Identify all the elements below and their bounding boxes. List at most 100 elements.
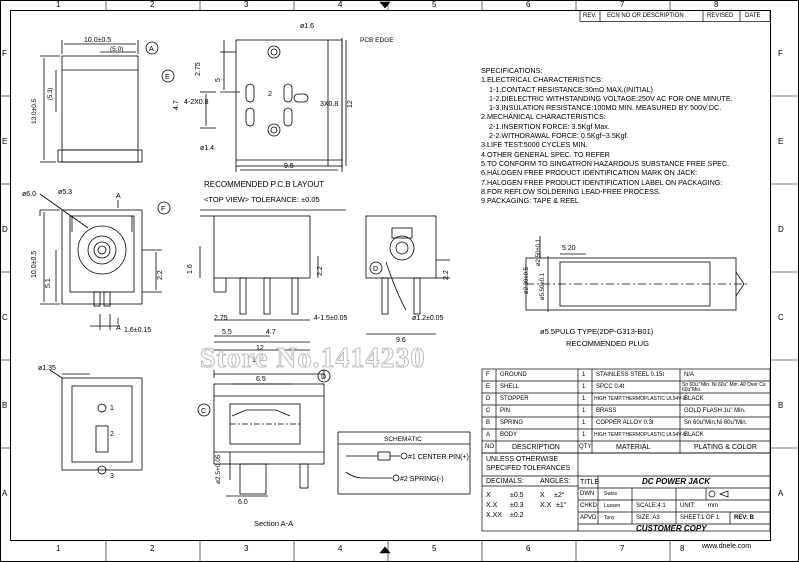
callout-e: E — [165, 74, 170, 81]
callout-c: C — [201, 408, 206, 415]
bom-item: A — [486, 432, 491, 438]
zone-right-e: E — [778, 137, 784, 146]
ang-xx: X.X — [540, 502, 552, 509]
bom-material: STAINLESS STEEL 0.15t — [596, 372, 665, 378]
angles-label: ANGLES: — [540, 478, 571, 485]
bom-name: GROUND — [500, 372, 527, 378]
decimals-label: DECIMALS: — [486, 478, 524, 485]
footer-site: www.dnele.com — [701, 543, 751, 550]
dim-pcb-2: 2 — [268, 91, 272, 98]
dim-mid-22: 2.2 — [317, 266, 324, 276]
tolerance-line1: UNLESS OTHERWISE — [486, 456, 559, 463]
bom-name: SHELL — [500, 384, 520, 390]
tol-xxx: X.XX — [486, 512, 502, 519]
dim-aa-25: ø2.5+0.05 — [215, 454, 222, 484]
bom-plating: BLACK — [684, 396, 704, 402]
schematic-title: SCHEMATIC — [384, 436, 422, 443]
zone-left-c: C — [2, 313, 8, 322]
section-num-2: 2 — [110, 431, 114, 438]
spec-line: 7.HALOGEN FREE PRODUCT IDENTIFICATION LA… — [481, 177, 723, 187]
zone-top-7: 7 — [620, 0, 625, 9]
bom-plating: Sn 60u" Min. Ni 60u" Min. All Over Cu 60… — [682, 382, 766, 393]
bom-name: STOPPER — [500, 396, 529, 402]
dim-pcb-slots: 4-2X0.8 — [184, 99, 209, 106]
zone-top-2: 2 — [150, 0, 155, 9]
dim-side-16: 1.6±0.15 — [124, 327, 151, 334]
spec-line: 1.ELECTRICAL CHARACTERISTICS: — [481, 75, 603, 85]
dwn-name: Swiss — [604, 491, 618, 497]
tol-xx-val: ±0.3 — [510, 502, 524, 509]
sheet-size: SIZE: A3 — [636, 515, 660, 521]
plug-subtitle: RECOMMENDED PLUG — [566, 339, 649, 348]
spec-line: 1-1.CONTACT RESISTANCE:30mΩ MAX.(INITIAL… — [489, 84, 653, 94]
zone-bottom-4: 4 — [338, 544, 343, 553]
bom-item: B — [486, 420, 491, 426]
dim-pcb-275: 2.75 — [195, 62, 202, 76]
spec-line: 1-3.INSULATION RESISTANCE:100MΩ MIN. MEA… — [489, 103, 722, 113]
dim-pcb-hole1: ø1.6 — [300, 23, 314, 30]
dim-pcb-5: 5 — [215, 78, 222, 82]
dim-plug-550: ø5.50±0.1 — [540, 272, 546, 300]
rev-header-ecn: ECN NO OR DESCRIPTION — [607, 13, 684, 19]
bom-qty: 1 — [582, 408, 586, 414]
zone-left-e: E — [2, 137, 8, 146]
zone-bottom-8: 8 — [680, 544, 685, 553]
zone-bottom-2: 2 — [150, 544, 155, 553]
tol-xx: X.X — [486, 502, 498, 509]
unit-value: mm — [708, 503, 718, 509]
bom-header-desc: DESCRIPTION — [512, 444, 560, 451]
zone-top-3: 3 — [244, 0, 249, 9]
zone-right-a: A — [778, 489, 784, 498]
dim-aa-60: 6.0 — [238, 499, 248, 506]
spec-line: 9.PACKAGING: TAPE & REEL — [481, 196, 579, 206]
dim-section-135: ø1.35 — [38, 365, 56, 372]
rev-header-revised: REVISED — [707, 13, 734, 19]
bom-header-qty: QTY — [579, 444, 592, 450]
dim-mid-275: 2.75 — [214, 315, 228, 322]
zone-top-1: 1 — [56, 0, 61, 9]
zone-right-c: C — [778, 313, 784, 322]
unit-label: UNIT: — [680, 503, 695, 509]
apvd-label: APVD — [580, 515, 597, 521]
spec-line: 8.FOR REFLOW SOLDERING LEAD-FREE PROCESS… — [481, 186, 661, 196]
rev-header-rev: REV. — [583, 13, 597, 19]
zone-bottom-5: 5 — [432, 544, 437, 553]
dim-aa-12: 12 — [252, 357, 260, 364]
bom-qty: 1 — [582, 432, 586, 438]
spec-line: 4.OTHER GENERAL SPEC. TO REFER — [481, 149, 610, 159]
dim-right-96: 9.6 — [396, 337, 406, 344]
spec-line: 1-2.DIELECTRIC WITHSTANDING VOLTAGE:250V… — [489, 93, 733, 103]
bom-item: D — [486, 396, 491, 402]
dim-front-53: (5.3) — [48, 88, 54, 100]
bom-header-plating: PLATING & COLOR — [694, 444, 757, 451]
zone-left-a: A — [2, 489, 8, 498]
chkd-name: Lussen — [604, 503, 621, 509]
dim-pcb-95: 9.5 — [284, 163, 294, 170]
spec-line: 2-2.WITHDRAWAL FORCE: 0.5Kgf~3.5Kgf. — [489, 131, 629, 141]
section-aa-label: Section A-A — [254, 519, 293, 528]
ang-x: X — [540, 492, 545, 499]
bom-plating: GOLD FLASH 1u" Min. — [684, 408, 746, 414]
schematic-pin1: #1 CENTER PIN(+) — [408, 454, 469, 461]
dim-right-hole: ø1.2±0.05 — [412, 315, 444, 322]
bom-material: HIGH TEMP.THERMOPLASTIC UL94V-0 — [594, 396, 686, 402]
schematic-pin2: #2 SPRING(-) — [400, 476, 444, 483]
ang-x-val: ±2° — [554, 492, 565, 499]
zone-bottom-1: 1 — [56, 544, 61, 553]
ang-xx-val: ±1° — [556, 502, 567, 509]
dim-front-half: (5.0) — [110, 46, 123, 53]
section-a-top: A — [116, 193, 121, 200]
plug-title: ø5.5PULG TYPE(2DP-G313-B01) — [540, 327, 654, 336]
pcb-layout-title: RECOMMENDED P.C.B LAYOUT — [204, 180, 324, 189]
zone-top-6: 6 — [526, 0, 531, 9]
dim-pcb-hole2: ø1.4 — [200, 145, 214, 152]
section-num-3: 3 — [110, 473, 114, 480]
tol-x-val: ±0.5 — [510, 492, 524, 499]
section-a-bottom: A — [116, 325, 121, 332]
dim-side-60: ø6.0 — [22, 191, 36, 198]
dwn-label: DWN — [580, 491, 595, 497]
bom-material: COPPER ALLOY 0.3t — [596, 420, 654, 426]
zone-top-5: 5 — [432, 0, 437, 9]
bom-name: BODY — [500, 432, 518, 438]
